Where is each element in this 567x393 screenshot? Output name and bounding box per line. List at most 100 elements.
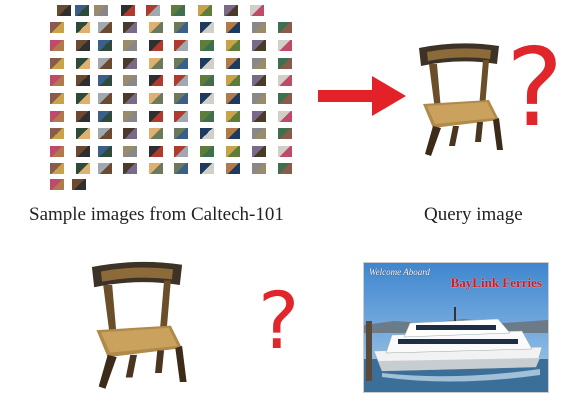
question-mark-large: ? [506,26,564,151]
sample-thumbnail [149,40,163,51]
sample-thumbnail [226,58,240,69]
sample-thumbnail [252,22,266,33]
sample-thumbnail [278,93,292,104]
sample-thumbnail [123,93,137,104]
sample-thumbnail [252,128,266,139]
right-arrow-icon [318,76,406,116]
sample-images-caption: Sample images from Caltech-101 [29,204,284,225]
sample-thumbnail [123,128,137,139]
sample-thumbnail [278,146,292,157]
sample-thumbnail [76,146,90,157]
sample-thumbnail [226,22,240,33]
sample-thumbnail [146,5,160,16]
sample-thumbnail [121,5,135,16]
sample-thumbnail [72,179,86,190]
sample-thumbnail [226,40,240,51]
query-image-caption: Query image [424,204,523,225]
sample-thumbnail [200,58,214,69]
sample-thumbnail [278,40,292,51]
sample-thumbnail [278,128,292,139]
sample-thumbnail [123,22,137,33]
sample-thumbnail [50,146,64,157]
sample-thumbnail [50,163,64,174]
sample-thumbnail [149,93,163,104]
sample-thumbnail [57,5,71,16]
sample-thumbnail [200,163,214,174]
sample-thumbnail [174,163,188,174]
sample-thumbnail [278,22,292,33]
sample-thumbnail [252,93,266,104]
sample-thumbnail [252,111,266,122]
sample-thumbnail [123,111,137,122]
sample-thumbnail [76,75,90,86]
sample-thumbnail [200,40,214,51]
sample-thumbnail [252,75,266,86]
ferry-image: Welcome Aboard BayLink Ferries [363,262,549,393]
sample-thumbnail [252,163,266,174]
sample-thumbnail [252,40,266,51]
sample-thumbnail [98,75,112,86]
query-chair-image [419,43,503,156]
sample-thumbnail [226,163,240,174]
sample-thumbnail [123,75,137,86]
sample-thumbnail [252,146,266,157]
sample-thumbnail [50,22,64,33]
sample-thumbnail [226,111,240,122]
sample-thumbnail [200,128,214,139]
sample-thumbnail [98,111,112,122]
sample-thumbnail [98,22,112,33]
sample-thumbnail [174,146,188,157]
sample-thumbnail [224,5,238,16]
sample-thumbnail [174,111,188,122]
sample-thumbnail [174,75,188,86]
sample-thumbnail [75,5,89,16]
sample-thumbnail [252,58,266,69]
sample-thumbnail [200,111,214,122]
question-mark-small: ? [258,277,300,367]
sample-thumbnail [278,111,292,122]
sample-thumbnail [76,128,90,139]
sample-thumbnail [200,75,214,86]
sample-thumbnail [226,93,240,104]
sample-thumbnail [50,93,64,104]
sample-thumbnail [278,163,292,174]
sample-thumbnail [174,93,188,104]
sample-thumbnail [149,163,163,174]
sample-thumbnail [98,146,112,157]
sample-thumbnail [149,146,163,157]
sample-thumbnail [149,111,163,122]
sample-thumbnail [174,40,188,51]
sample-thumbnail [198,5,212,16]
sample-thumbnail [50,40,64,51]
ferry-brand-text: BayLink Ferries [450,275,542,290]
sample-thumbnail [278,58,292,69]
sample-thumbnail [123,40,137,51]
sample-thumbnail [250,5,264,16]
sample-thumbnail [174,22,188,33]
sample-thumbnail [149,75,163,86]
sample-thumbnail [123,58,137,69]
ferry-welcome-text: Welcome Aboard [369,267,430,277]
sample-thumbnail [50,58,64,69]
sample-thumbnail [149,22,163,33]
sample-thumbnail [98,40,112,51]
sample-thumbnail [50,111,64,122]
sample-thumbnail [278,75,292,86]
sample-thumbnail [50,128,64,139]
sample-thumbnail [149,128,163,139]
sample-thumbnail [94,5,108,16]
sample-thumbnail [50,75,64,86]
sample-thumbnail [226,146,240,157]
sample-thumbnail [50,179,64,190]
sample-thumbnail [174,128,188,139]
sample-thumbnail [76,22,90,33]
sample-thumbnail [98,163,112,174]
sample-thumbnail [76,93,90,104]
sample-thumbnail [226,75,240,86]
sample-thumbnail [123,146,137,157]
sample-thumbnail [123,163,137,174]
caltech-sample-mosaic [47,5,297,190]
sample-thumbnail [200,93,214,104]
sample-thumbnail [200,146,214,157]
sample-thumbnail [98,58,112,69]
